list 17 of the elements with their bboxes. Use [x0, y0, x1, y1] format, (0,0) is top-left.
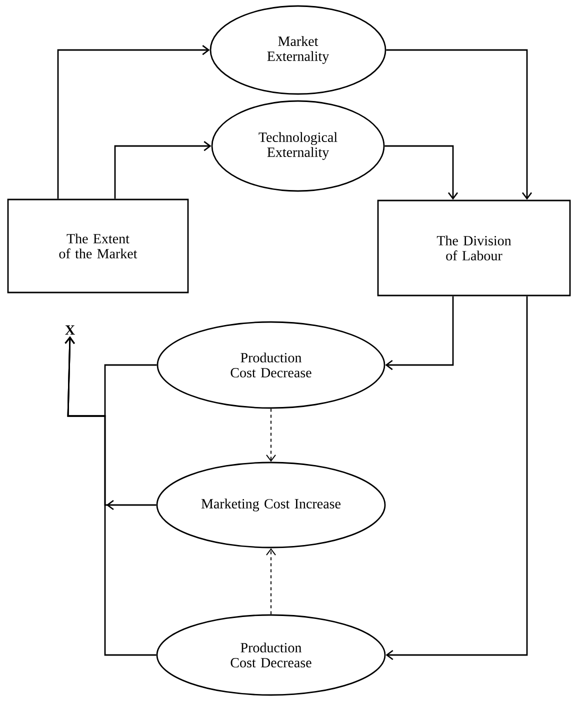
- arrow: [114, 140, 212, 199]
- arrow: [384, 145, 458, 200]
- arrow: [266, 548, 276, 615]
- ellipse-node: Technological Externality: [211, 100, 385, 192]
- node-label: X: [65, 325, 75, 335]
- process-box: The Extent of the Market: [7, 198, 189, 294]
- arrow: [57, 44, 210, 199]
- ellipse-node: Market Externality: [210, 5, 386, 95]
- ellipse-node: Production Cost Decrease: [156, 321, 386, 409]
- ellipse-node: Production Cost Decrease: [156, 614, 386, 696]
- arrow: [386, 296, 528, 660]
- ellipse-node: Marketing Cost Increase: [156, 462, 386, 548]
- arrow: [385, 296, 454, 370]
- arrow: [386, 49, 532, 200]
- arrow: [266, 408, 276, 462]
- arrow: [64, 336, 156, 656]
- process-box: The Division of Labour: [377, 200, 571, 296]
